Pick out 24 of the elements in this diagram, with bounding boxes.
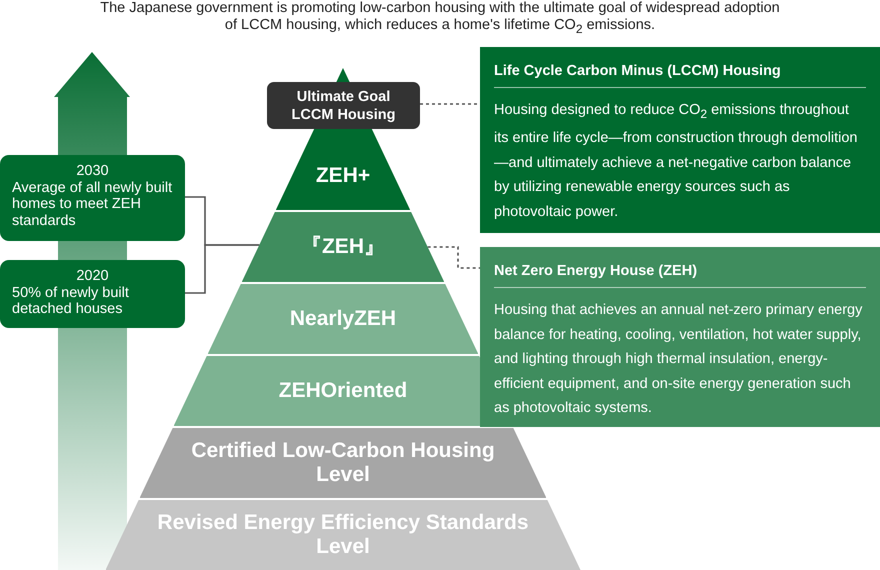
milestone-text: 50% of newly built detached houses	[12, 284, 130, 318]
title-text: The Japanese government is promoting low-carbon housing with the ultimate goal of widespread adoption of LCCM housing, which reduces a home's lifetime CO$_{2}$ emissions.	[99, 0, 781, 38]
tier-label: Revised Energy Efficiency Standards Level	[156, 511, 530, 559]
tier-label: Certified Low-Carbon Housing Level	[190, 439, 496, 487]
goal-label: Ultimate Goal LCCM Housing	[267, 82, 420, 129]
panel-heading: Net Zero Energy House (ZEH)	[494, 263, 866, 288]
pyramid-tier	[174, 356, 480, 426]
tier-label: 『ZEH』	[300, 235, 385, 259]
connector-line	[185, 244, 260, 294]
milestone-text: Average of all newly built homes to meet ZEH standards	[12, 180, 173, 229]
info-panel	[480, 47, 880, 233]
panel-heading: Life Cycle Carbon Minus (LCCM) Housing	[494, 63, 866, 88]
info-panel	[480, 247, 880, 427]
milestone-card	[0, 260, 185, 328]
panel-text: Housing that achieves an annual net-zero primary energy balance for heating, cooling, ventilation, hot water supply, and lighting through high thermal insulation, energy-efficient equipment, and on-site energy generation such as photovoltaic systems.	[494, 301, 864, 418]
pyramid-tier	[208, 284, 478, 354]
milestone-card	[0, 155, 185, 241]
panel-text: Housing designed to reduce CO$_{2}$ emissions throughout its entire life cycle—from construction through demolition—and ultimately achieve a net-negative carbon balance by utilizing renewable energy sources such as photovoltaic power.	[494, 101, 858, 222]
tier-label: NearlyZEH	[290, 307, 396, 331]
year-label: 2020	[75, 268, 110, 284]
year-label: 2030	[75, 163, 110, 180]
tier-label: ZEHOriented	[278, 379, 408, 403]
tier-label: ZEH+	[316, 164, 370, 188]
dotted-connector	[420, 103, 480, 105]
